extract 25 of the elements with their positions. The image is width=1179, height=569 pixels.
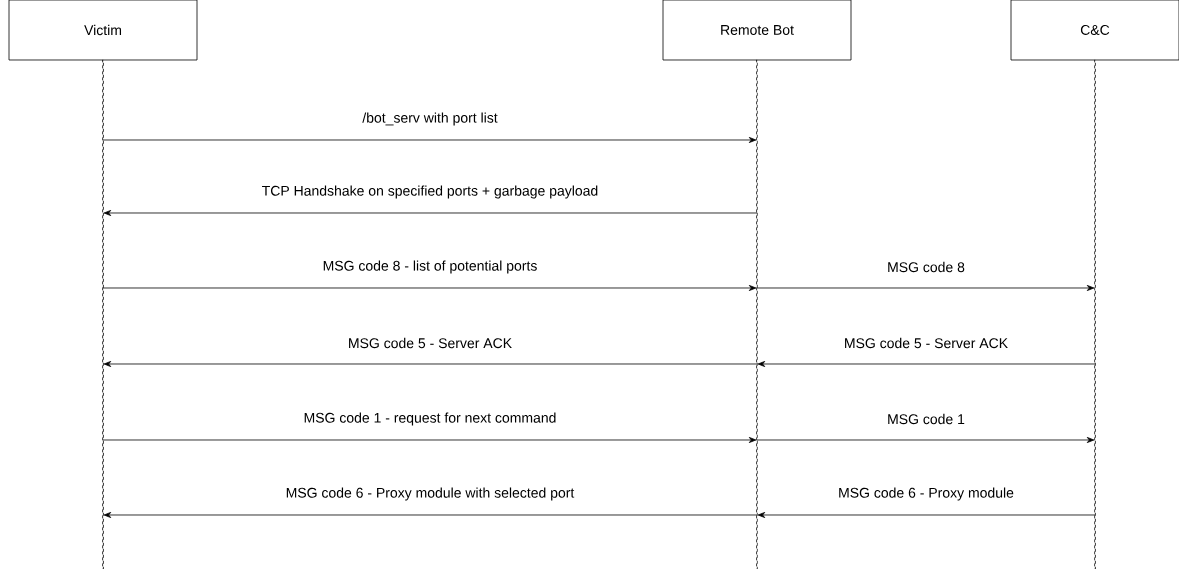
message-label: MSG code 1 - request for next command [302,411,558,427]
participant-box: Victim [8,0,198,61]
lifeline [1094,59,1096,569]
message-arrow [757,361,1096,367]
message-arrow [102,437,757,443]
message-arrow [756,285,1095,291]
message-arrow [102,137,757,143]
message-label: MSG code 6 - Proxy module with selected port [284,486,576,502]
participant-box: Remote Bot [662,0,852,61]
participant-box: C&C [1010,0,1179,61]
message-arrow [756,437,1095,443]
message-label: /bot_serv with port list [361,111,499,127]
message-label: TCP Handshake on specified ports + garbage payload [260,184,600,200]
message-label: MSG code 6 - Proxy module [837,486,1015,502]
message-label: MSG code 8 - list of potential ports [321,259,539,275]
message-arrow [103,361,758,367]
message-arrow [103,512,758,518]
message-label: MSG code 8 [886,260,966,274]
message-arrow [757,512,1096,518]
message-arrow [103,210,758,216]
message-arrow [102,285,757,291]
message-label: MSG code 5 - Server ACK [346,336,514,350]
message-label: MSG code 1 [886,412,966,426]
message-label: MSG code 5 - Server ACK [842,336,1010,350]
lifeline [102,59,104,569]
